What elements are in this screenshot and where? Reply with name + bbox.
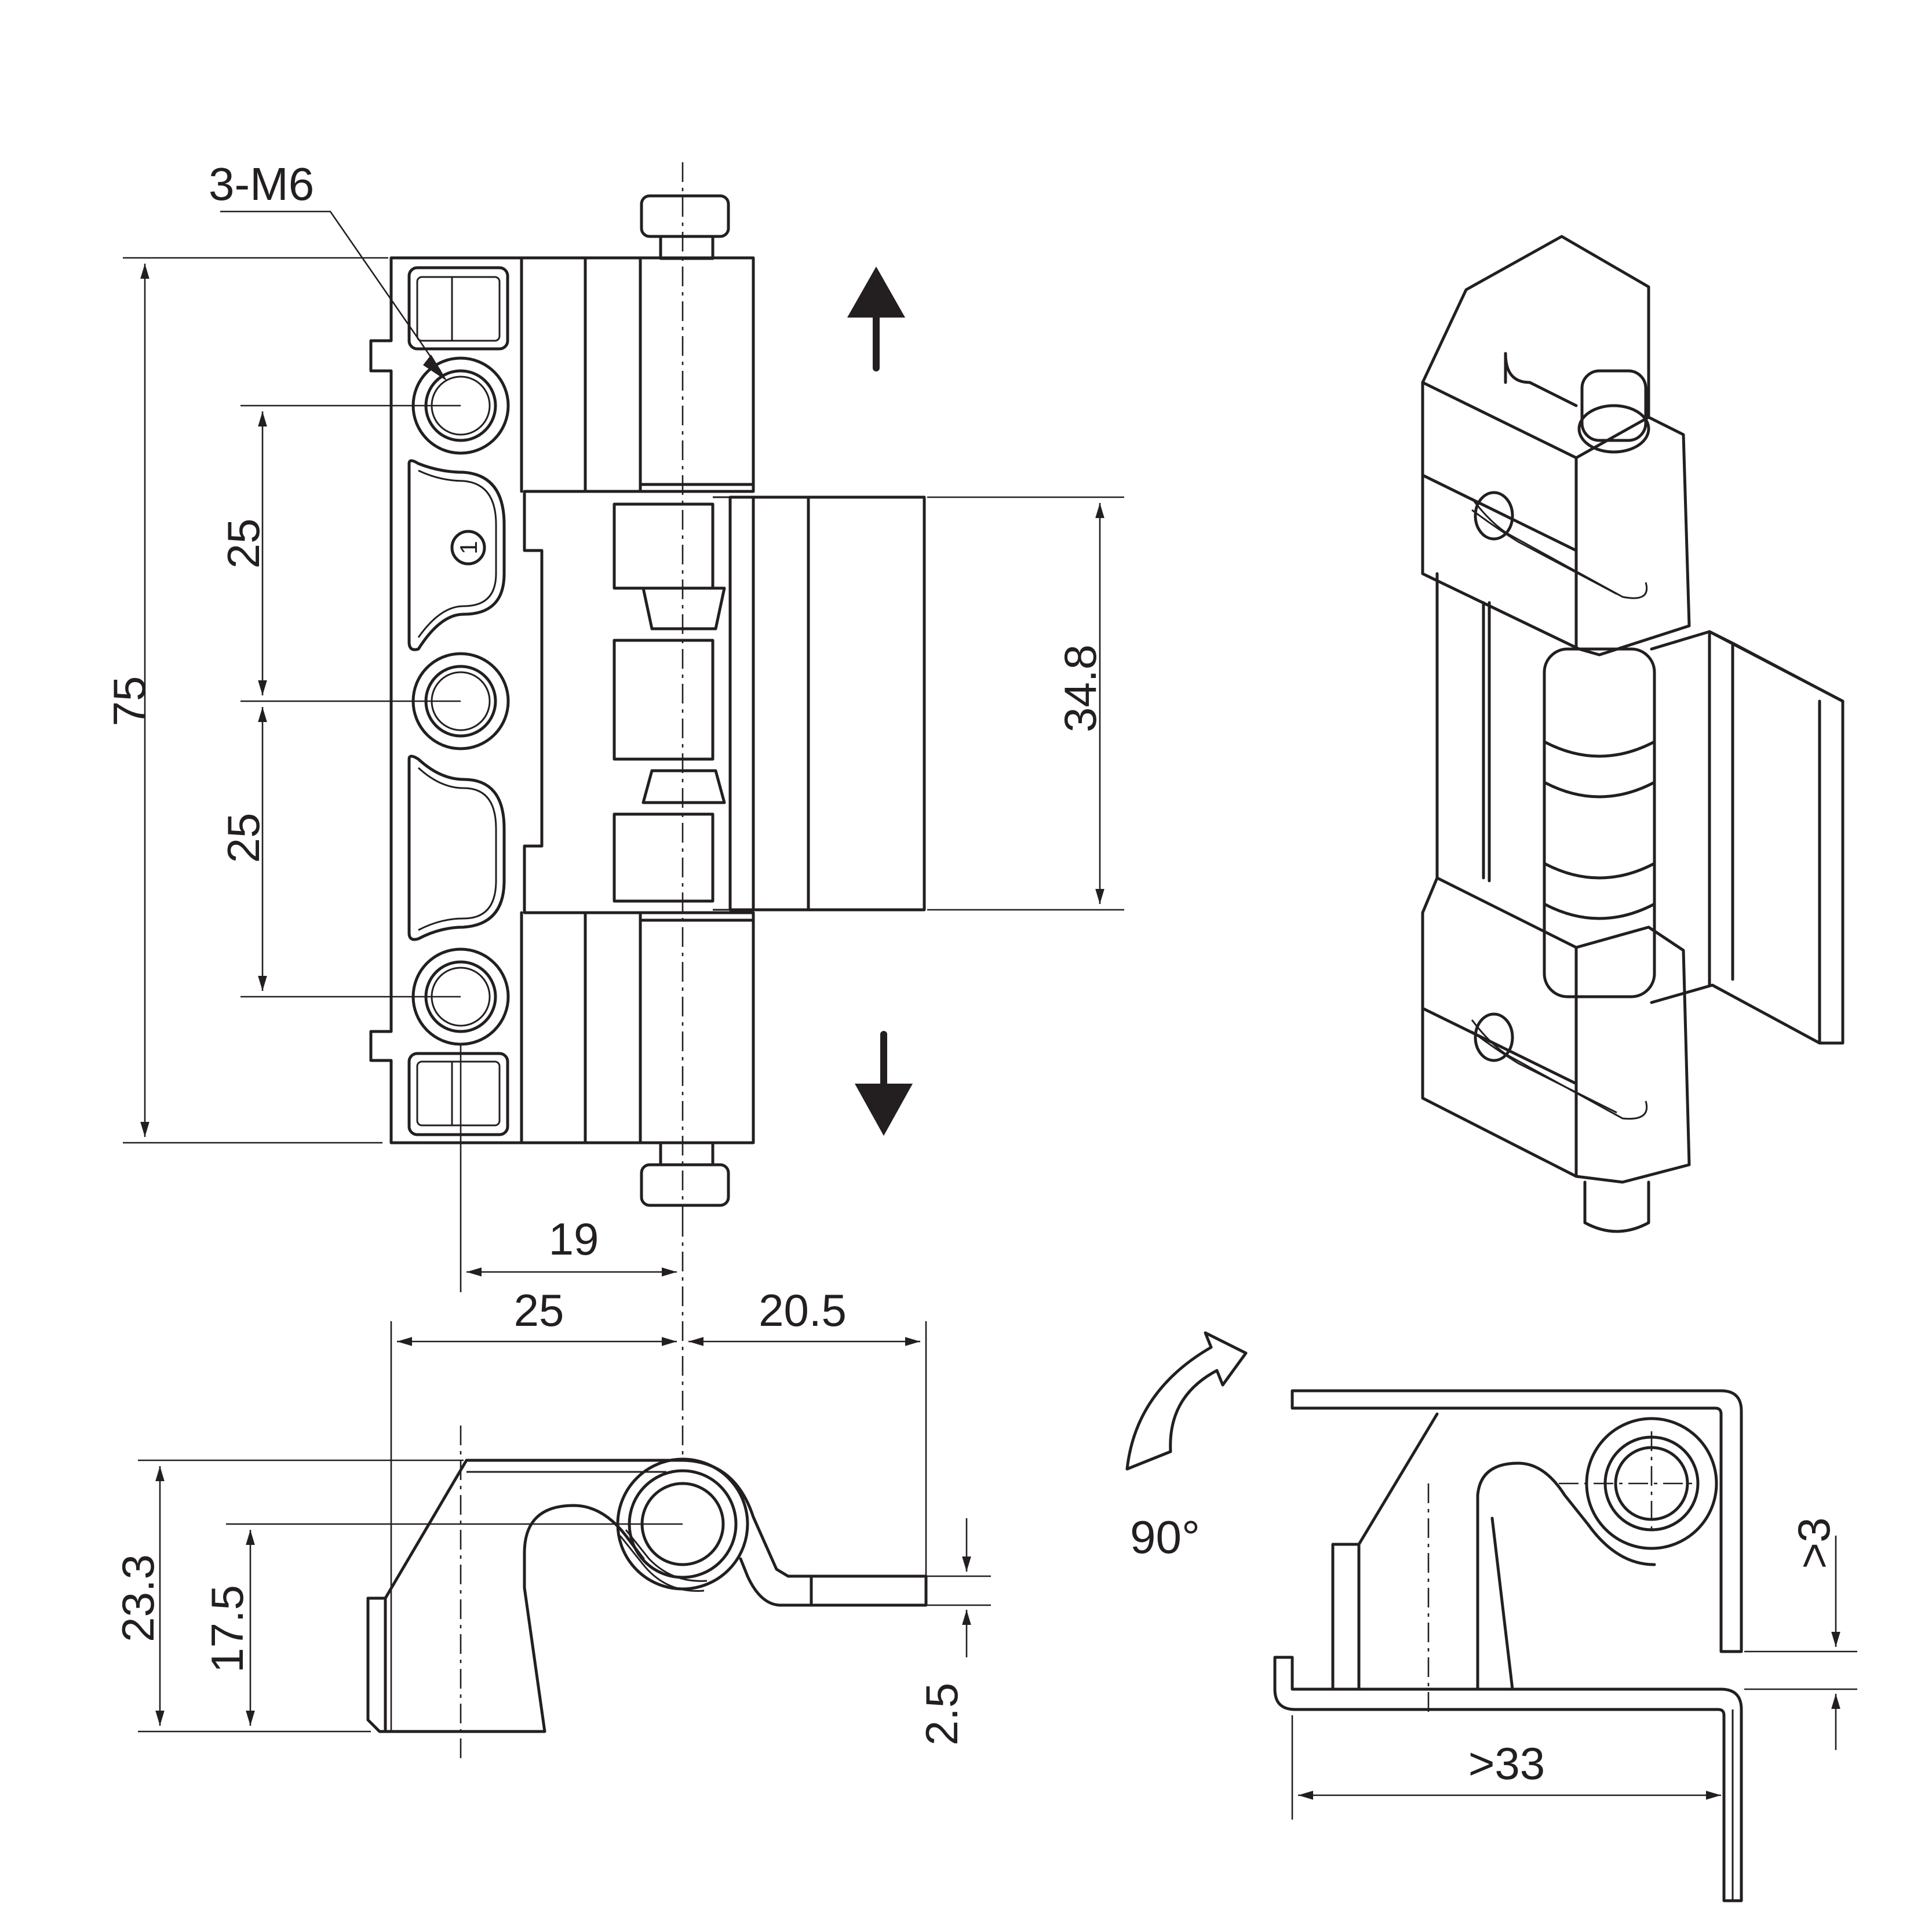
iso-knuckle-stack: [1543, 647, 1656, 998]
dim-hole-height: 17.5: [202, 1585, 253, 1673]
dim-leaf-left: 25: [514, 1285, 564, 1336]
side-left-leaf: [366, 1459, 928, 1607]
top-pin-neck: [659, 235, 715, 260]
open-view: 90° >3 >33: [1125, 1331, 1857, 1902]
thread-label: 3-M6: [209, 158, 314, 210]
dim-gap-min: >3: [1788, 1518, 1839, 1569]
lower-slot: [407, 754, 506, 941]
rotation-arrow-icon: [1125, 1331, 1248, 1471]
dim-opening-min: >33: [1468, 1738, 1545, 1789]
dim-pitch-lower: 25: [218, 813, 269, 863]
rotation-label: 90°: [1130, 1511, 1200, 1563]
arrow-up-icon: [847, 267, 905, 371]
open-top-leaf: [1291, 1389, 1743, 1653]
iso-top-pin: [1580, 369, 1647, 442]
hole-marker-circle: [450, 530, 486, 566]
dim-height-side: 23.3: [112, 1554, 163, 1642]
bottom-pin: [640, 1163, 730, 1207]
bottom-pin-neck: [659, 1141, 715, 1167]
dim-leaf-right: 20.5: [759, 1285, 847, 1336]
top-pocket: [407, 266, 509, 351]
dim-pitch-upper: 25: [218, 519, 269, 569]
hole-marker-label: 1: [455, 541, 482, 554]
iso-bottom-block: [1421, 876, 1691, 1184]
arrow-down-icon: [855, 1031, 913, 1136]
dim-leaf-width: 34.8: [1055, 644, 1106, 732]
dim-thickness: 2.5: [916, 1683, 967, 1745]
front-dimensions: 3-M6 75 25 25 34.8 19: [104, 158, 1124, 1292]
bottom-pocket: [407, 1052, 509, 1136]
left-leaf: [369, 256, 755, 1144]
dim-hole-to-axis: 19: [549, 1213, 599, 1264]
top-pin: [640, 194, 730, 238]
upper-slot: [407, 459, 506, 651]
isometric-view: [1421, 235, 1844, 1233]
iso-top-block: [1421, 235, 1691, 657]
open-bottom-leaf: [1273, 1656, 1743, 1902]
knuckles: [613, 496, 730, 911]
front-view: 1: [369, 162, 926, 1217]
side-view: 25 20.5 23.3 17.5 2.5: [112, 1217, 991, 1762]
right-leaf: [728, 495, 926, 912]
dim-height-total: 75: [104, 676, 155, 727]
